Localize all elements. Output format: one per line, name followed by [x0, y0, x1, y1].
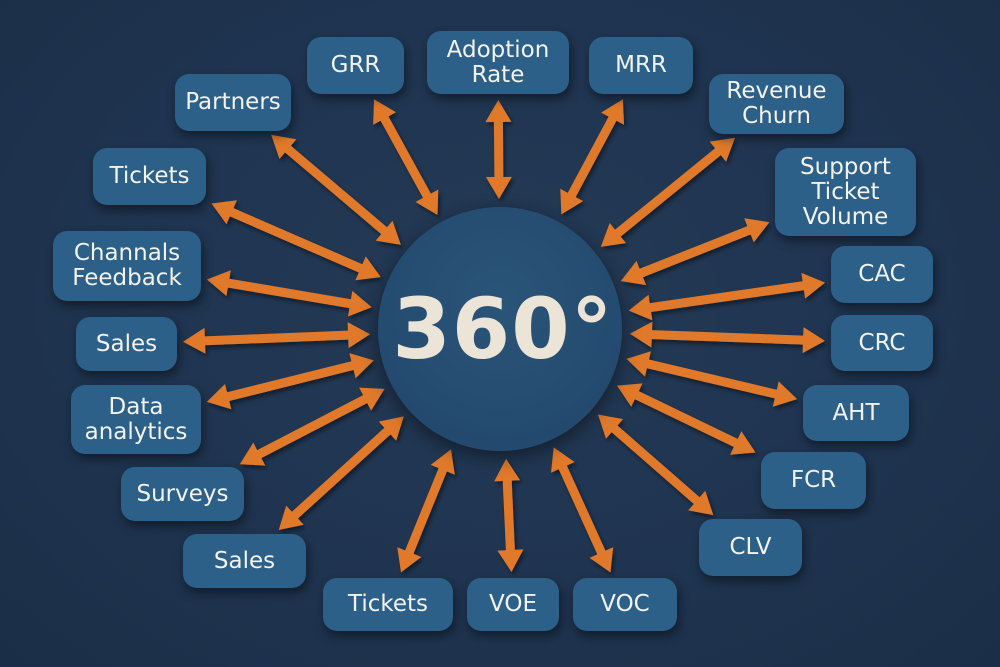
node-label: VOE [489, 591, 537, 617]
node-label: CRC [858, 329, 906, 356]
node-label: Sales [95, 330, 158, 357]
node-label: Tickets [109, 163, 190, 189]
node-label: AHT [832, 399, 880, 426]
node-label: MRR [615, 52, 667, 78]
node-label: Channals Feedback [72, 240, 182, 291]
node-label: VOC [600, 591, 650, 617]
node-label: CAC [858, 261, 906, 287]
node-channals-feedback: Channals Feedback [53, 231, 201, 301]
node-label: Tickets [347, 591, 429, 617]
hub-circle: 360° [378, 207, 622, 451]
arrow-tickets-left [211, 200, 381, 281]
arrow-support-ticket-volume [620, 218, 770, 286]
node-voc: VOC [573, 578, 677, 631]
node-label: Partners [185, 89, 281, 115]
node-mrr: MRR [589, 37, 693, 94]
node-label: FCR [790, 467, 837, 493]
node-clv: CLV [699, 519, 802, 576]
node-label: GRR [330, 52, 381, 78]
node-revenue-churn: Revenue Churn [709, 74, 844, 134]
node-label: Sales [213, 547, 276, 574]
node-surveys: Surveys [121, 467, 244, 521]
arrow-fcr [617, 383, 756, 455]
arrow-tickets-bottom [397, 449, 455, 573]
node-data-analytics: Data analytics [71, 385, 201, 454]
node-label: Adoption Rate [446, 36, 550, 88]
node-label: Support Ticket Volume [800, 153, 891, 230]
arrow-sales-left [183, 322, 371, 354]
arrow-surveys [239, 387, 385, 466]
hub-label: 360° [392, 280, 614, 378]
node-cac: CAC [831, 246, 933, 303]
node-partners: Partners [175, 74, 291, 131]
arrow-revenue-churn [600, 137, 735, 247]
node-adoption-rate: Adoption Rate [427, 31, 569, 94]
arrow-crc [629, 321, 825, 354]
arrow-adoption-rate [485, 100, 512, 199]
node-tickets-bottom: Tickets [323, 578, 453, 631]
arrow-clv [598, 414, 714, 516]
arrow-mrr [560, 99, 624, 215]
arrow-data-analytics [206, 353, 374, 410]
arrow-grr [373, 99, 439, 215]
node-label: Revenue Churn [726, 78, 827, 129]
node-fcr: FCR [761, 452, 866, 509]
arrow-channals-feedback [206, 270, 372, 317]
arrow-voc [551, 447, 614, 573]
node-aht: AHT [803, 385, 909, 441]
node-sales-left: Sales [76, 317, 177, 371]
node-sales-lower: Sales [183, 534, 306, 588]
arrow-sales-lower [278, 416, 404, 530]
node-crc: CRC [831, 315, 933, 371]
arrow-voe [494, 458, 524, 572]
node-grr: GRR [307, 37, 404, 94]
node-label: Surveys [136, 480, 229, 507]
node-label: CLV [729, 534, 772, 560]
node-support-ticket-volume: Support Ticket Volume [775, 148, 916, 236]
arrow-partners [271, 134, 401, 245]
node-label: Data analytics [84, 393, 188, 445]
node-voe: VOE [467, 578, 559, 631]
node-tickets-left: Tickets [93, 148, 206, 205]
arrow-aht [626, 351, 798, 407]
arrow-cac [628, 272, 826, 321]
